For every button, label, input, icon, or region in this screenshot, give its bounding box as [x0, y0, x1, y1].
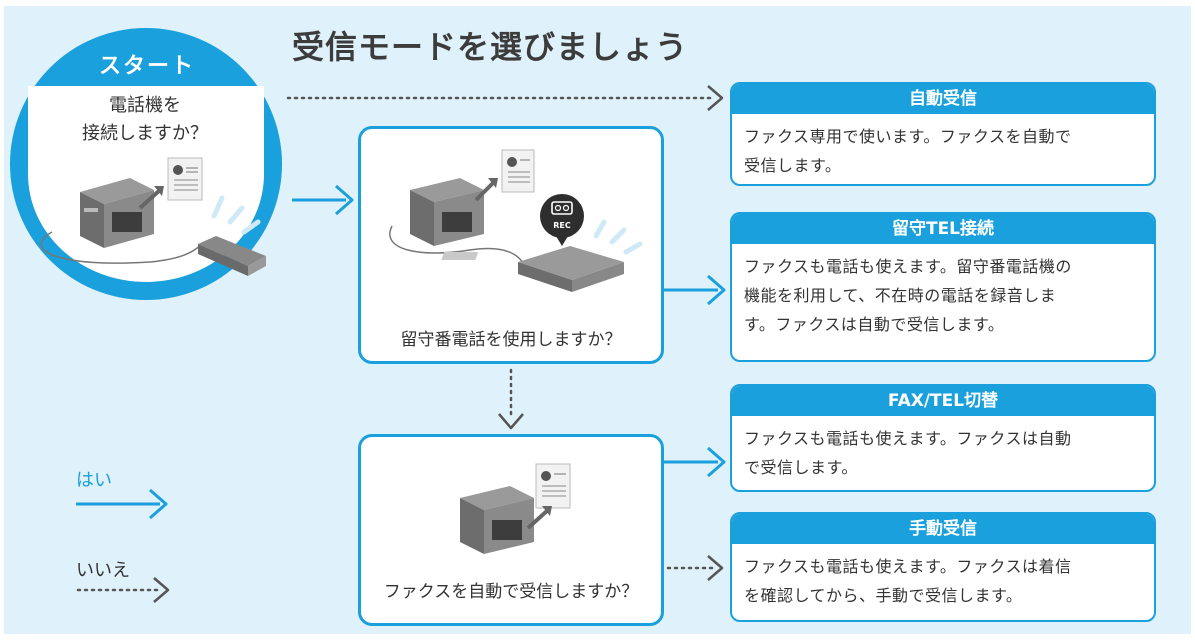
rec-badge-icon: REC: [540, 194, 584, 246]
arrowhead: [335, 184, 354, 216]
fax-machine-icon: [389, 178, 525, 265]
mode-card-answering-machine: 留守TEL接続 ファクスも電話も使えます。留守番電話機の 機能を利用して、不在時…: [730, 212, 1156, 362]
document-icon: [474, 149, 535, 202]
start-label: スタート: [98, 54, 195, 79]
legend-yes-label: はい: [76, 470, 112, 491]
mode-line: ファクスも電話も使えます。ファクスは着信: [744, 557, 1072, 576]
question-box-auto-receive: ファクスを自動で受信しますか？: [358, 434, 664, 626]
page-title: 受信モードを選びましょう: [292, 28, 689, 66]
arrowhead: [707, 555, 724, 581]
mode-card-auto: 自動受信 ファクス専用で使います。ファクスを自動で 受信します。: [730, 82, 1156, 186]
mode-line: ファクス専用で使います。ファクスを自動で: [744, 127, 1072, 146]
answering-machine-icon: [441, 219, 643, 292]
arrowhead: [707, 85, 724, 111]
question-text-auto-receive: ファクスを自動で受信しますか？: [383, 582, 639, 602]
mode-description-answering-machine: ファクスも電話も使えます。留守番電話機の 機能を利用して、不在時の電話を録音しま…: [732, 244, 1154, 339]
mode-description-auto: ファクス専用で使います。ファクスを自動で 受信します。: [732, 114, 1154, 180]
mode-line: で受信します。: [744, 458, 858, 477]
arrowhead: [707, 446, 726, 478]
arrowhead: [153, 577, 170, 603]
mode-description-fax-tel: ファクスも電話も使えます。ファクスは自動 で受信します。: [732, 416, 1154, 482]
arrowhead: [498, 413, 524, 430]
question-text-answering-machine: 留守番電話を使用しますか？: [400, 330, 622, 350]
rec-badge-label: REC: [553, 221, 571, 230]
mode-description-manual: ファクスも電話も使えます。ファクスは着信 を確認してから、手動で受信します。: [732, 544, 1154, 610]
mode-line: す。ファクスは自動で受信します。: [744, 315, 1005, 334]
mode-title-answering-machine: 留守TEL接続: [732, 214, 1154, 244]
mode-card-fax-tel: FAX/TEL切替 ファクスも電話も使えます。ファクスは自動 で受信します。: [730, 384, 1156, 492]
mode-line: 機能を利用して、不在時の電話を録音しま: [744, 286, 1057, 305]
mode-line: 受信します。: [744, 156, 842, 175]
start-question: 電話機を 接続しますか？: [60, 92, 230, 148]
mode-card-manual: 手動受信 ファクスも電話も使えます。ファクスは着信 を確認してから、手動で受信し…: [730, 512, 1156, 622]
mode-line: ファクスも電話も使えます。ファクスは自動: [744, 429, 1072, 448]
mode-line: ファクスも電話も使えます。留守番電話機の: [744, 257, 1072, 276]
start-question-line2: 接続しますか？: [82, 123, 208, 144]
document-icon: [138, 157, 203, 210]
legend-no-label: いいえ: [76, 560, 130, 581]
mode-title-fax-tel: FAX/TEL切替: [732, 386, 1154, 416]
telephone-handset-icon: [198, 195, 266, 276]
arrowhead: [707, 274, 726, 306]
mode-title-auto: 自動受信: [732, 84, 1154, 114]
mode-line: を確認してから、手動で受信します。: [744, 586, 1023, 605]
arrowhead: [149, 488, 168, 520]
document-icon: [526, 463, 571, 530]
start-question-line1: 電話機を: [109, 95, 181, 116]
mode-title-manual: 手動受信: [732, 514, 1154, 544]
fax-machine-icon: [460, 486, 534, 554]
